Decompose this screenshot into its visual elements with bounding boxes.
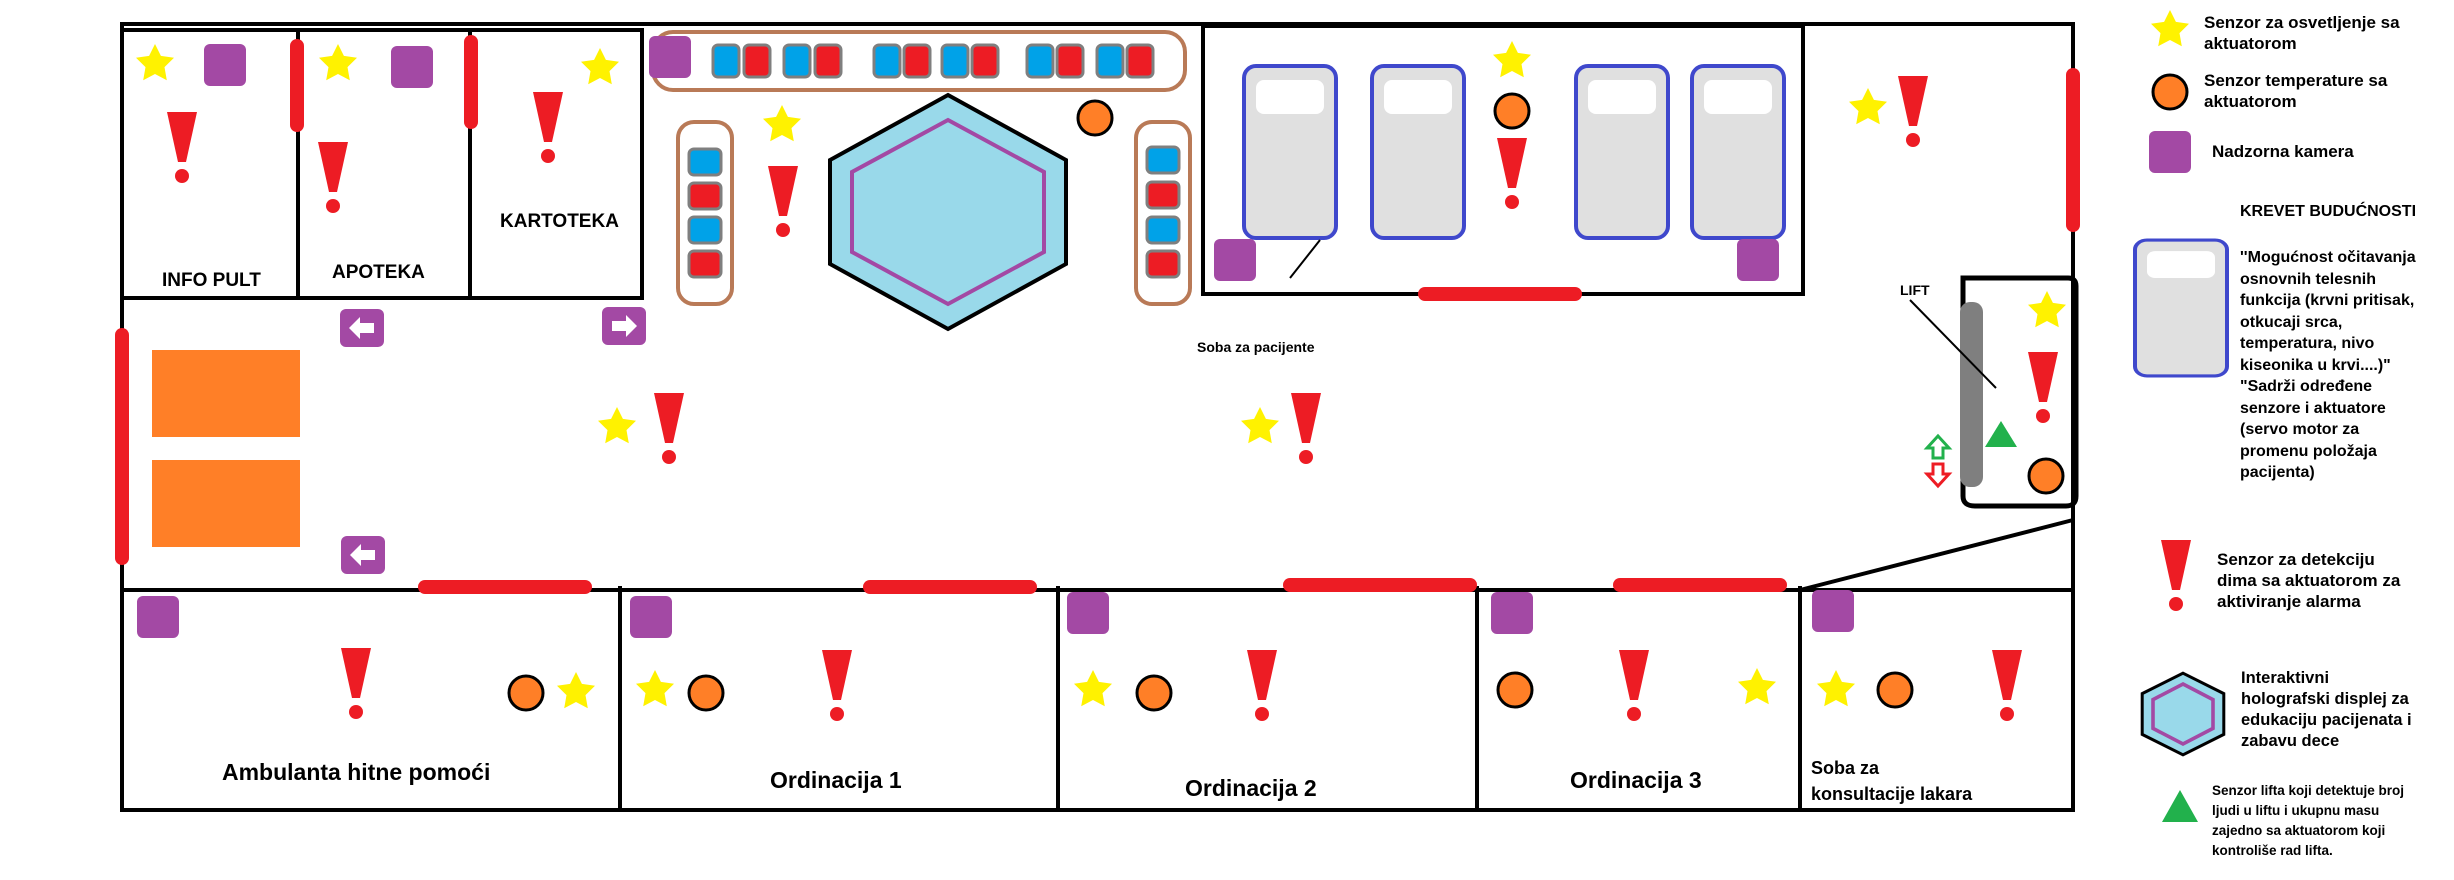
label-ordinacija-1: Ordinacija 1 bbox=[770, 767, 902, 793]
doors bbox=[115, 35, 2080, 594]
label-soba-za-pacijente: Soba za pacijente bbox=[1197, 339, 1315, 355]
lift-interior bbox=[1909, 299, 1997, 489]
label-soba-konsultacije-2: konsultacije lakara bbox=[1811, 784, 1973, 804]
waiting-bench-left bbox=[676, 120, 734, 306]
label-apoteka: APOTEKA bbox=[332, 262, 425, 283]
label-ordinacija-2: Ordinacija 2 bbox=[1185, 775, 1317, 801]
label-ambulanta: Ambulanta hitne pomoći bbox=[222, 759, 490, 785]
legend-camera-text: Nadzorna kamera bbox=[2212, 142, 2354, 161]
label-soba-konsultacije: Soba za bbox=[1811, 758, 1880, 778]
patient-room-pointer bbox=[1289, 239, 1321, 279]
direction-arrows bbox=[340, 307, 646, 574]
holographic-display bbox=[828, 92, 1068, 332]
label-kartoteka: KARTOTEKA bbox=[500, 211, 619, 232]
label-lift: LIFT bbox=[1900, 282, 1930, 298]
waiting-bench-top bbox=[651, 30, 1187, 92]
reception-desks bbox=[152, 350, 300, 547]
legend-icons bbox=[2133, 10, 2229, 822]
label-ordinacija-3: Ordinacija 3 bbox=[1570, 767, 1702, 793]
waiting-bench-right bbox=[1134, 120, 1192, 306]
lift-sensor bbox=[1985, 421, 2017, 447]
legend-bed-title: KREVET BUDUĆNOSTI bbox=[2240, 203, 2417, 220]
label-info-pult: INFO PULT bbox=[162, 270, 261, 291]
